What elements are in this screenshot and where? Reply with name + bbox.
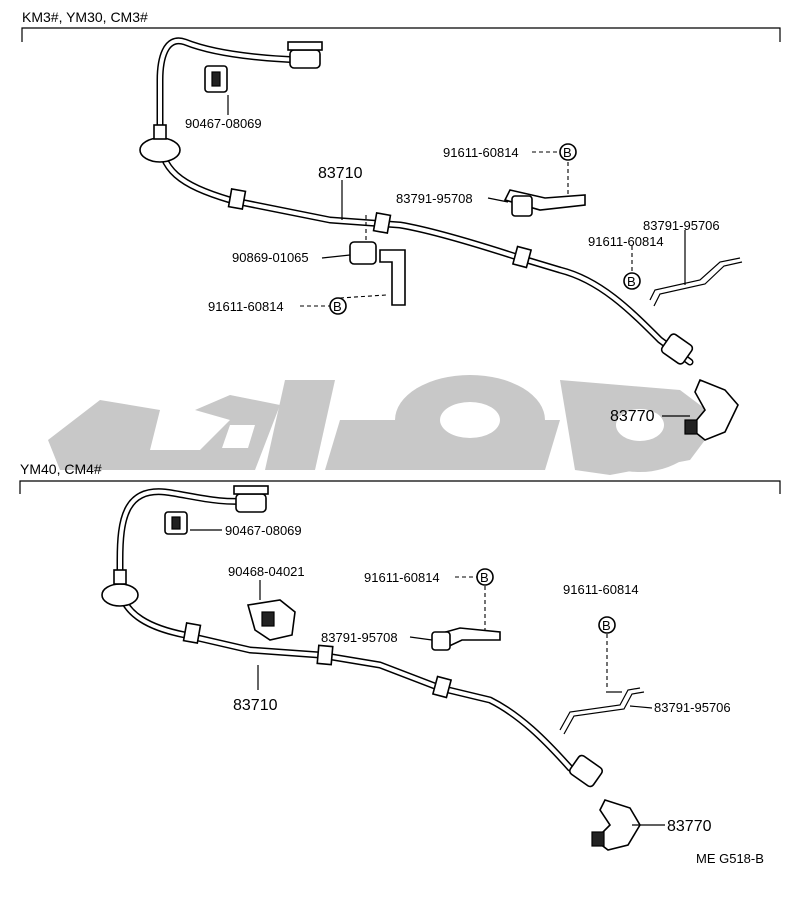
- part-number-label: 83791-95706: [654, 700, 731, 715]
- part-number-label: 91611-60814: [208, 299, 284, 314]
- section-title-top: KM3#, YM30, CM3#: [22, 9, 148, 25]
- part-number-label: 83791-95708: [396, 191, 473, 206]
- part-number-label: 90467-08069: [225, 523, 302, 538]
- top-bracket-83791-95706: [649, 257, 743, 307]
- top-bracket-clamp: [349, 241, 406, 306]
- part-number-label: 83710: [318, 165, 363, 182]
- bottom-part-labels: 90467-08069 90468-04021 91611-60814 9161…: [225, 523, 731, 835]
- bolt-badge-label: B: [333, 299, 342, 314]
- bottom-clamp-90468: [246, 599, 296, 641]
- part-number-label: 90467-08069: [185, 116, 262, 131]
- diagram-code: ME G518-B: [696, 851, 764, 866]
- bolt-badge-label: B: [480, 570, 489, 585]
- section-title-bottom: YM40, CM4#: [20, 461, 102, 477]
- bottom-leaders: [190, 529, 665, 826]
- part-number-label: 83791-95708: [321, 630, 398, 645]
- bottom-speedometer-cable: [101, 485, 641, 851]
- part-number-label: 90869-01065: [232, 250, 309, 265]
- bottom-bracket-83791-95708: [431, 627, 501, 651]
- watermark-logo: [48, 375, 720, 475]
- bottom-bracket-83791-95706: [559, 687, 645, 735]
- top-section-frame: [21, 27, 781, 42]
- part-number-label: 90468-04021: [228, 564, 305, 579]
- part-number-label: 83770: [667, 818, 712, 835]
- bolt-badge-label: B: [602, 618, 611, 633]
- bottom-bolt-badges: B B: [476, 568, 616, 634]
- part-number-label: 91611-60814: [563, 582, 639, 597]
- part-number-label: 91611-60814: [364, 570, 440, 585]
- top-bolt-badges: B B B: [329, 143, 641, 315]
- bolt-badge-label: B: [563, 145, 572, 160]
- part-number-label: 83770: [610, 408, 655, 425]
- part-number-label: 83710: [233, 697, 278, 714]
- bottom-section-frame: [19, 480, 781, 494]
- part-number-label: 91611-60814: [443, 145, 519, 160]
- part-number-label: 91611-60814: [588, 234, 664, 249]
- top-part-labels: 90467-08069 83710 91611-60814 83791-9570…: [185, 116, 720, 425]
- top-leaders: [227, 95, 690, 417]
- bolt-badge-label: B: [627, 274, 636, 289]
- top-speedometer-cable: [139, 37, 739, 441]
- top-bracket-83791-95708: [503, 189, 586, 217]
- part-number-label: 83791-95706: [643, 218, 720, 233]
